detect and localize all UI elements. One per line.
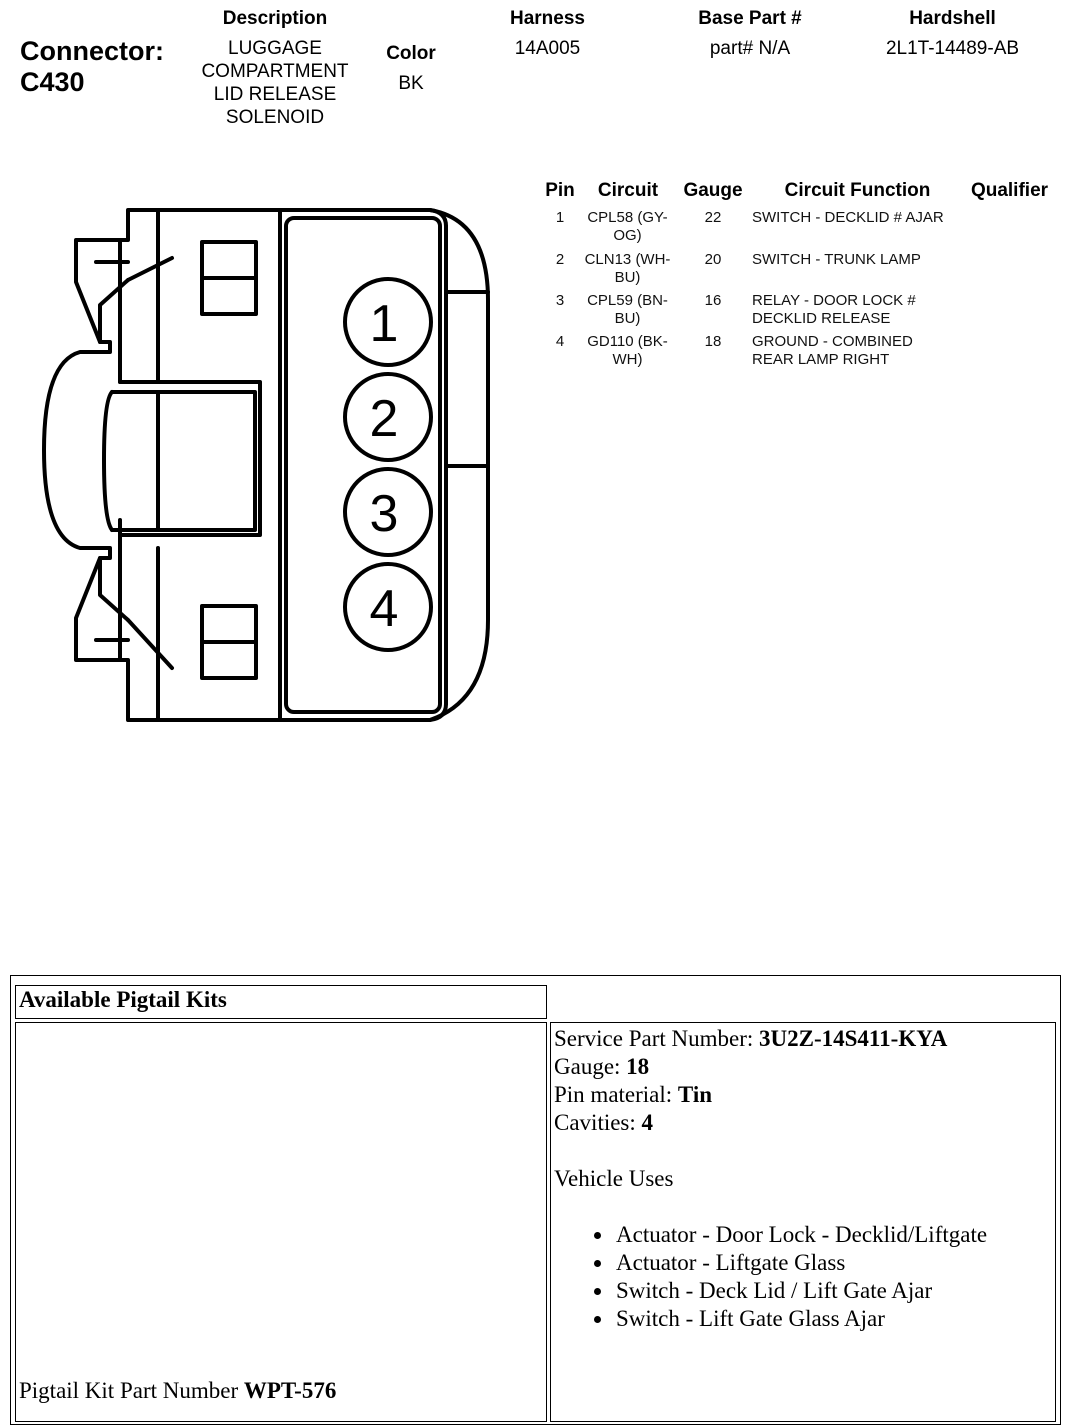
pin-2-circle [343,372,433,462]
connector-label: Connector: C430 [20,36,164,98]
function-line: SWITCH - DECKLID # AJAR [752,209,944,226]
kit-part-value: WPT-576 [243,1378,337,1403]
pin-1-circle [343,277,433,367]
table-cell-function: SWITCH - DECKLID # AJAR [752,209,962,227]
table-cell-pin: 2 [555,251,565,268]
circuit-line: CPL59 (BN- [587,292,668,309]
cavities: Cavities: 4 [554,1109,1054,1137]
table-cell-gauge: 20 [704,251,722,268]
table-cell-function: GROUND - COMBINED REAR LAMP RIGHT [752,333,962,368]
kit-part-number: Pigtail Kit Part Number WPT-576 [19,1377,336,1405]
description-line: SOLENOID [225,107,325,128]
connector-label-text: Connector: [20,36,164,66]
base-part-header: Base Part # [698,8,802,29]
hardshell-value: 2L1T-14489-AB [885,38,1020,59]
description-header: Description [222,8,328,29]
table-cell-function: SWITCH - TRUNK LAMP [752,251,962,269]
service-part-number: Service Part Number: 3U2Z-14S411-KYA [554,1025,1054,1053]
pin-1-label: 1 [370,295,399,353]
function-line: REAR LAMP RIGHT [752,350,890,368]
vehicle-uses-list: Actuator - Door Lock - Decklid/Liftgate … [554,1221,1054,1333]
base-part-value: part# N/A [709,38,791,59]
table-cell-pin: 1 [555,209,565,226]
function-line: SWITCH - TRUNK LAMP [752,251,921,268]
circuit-col-header: Circuit [597,180,659,201]
circuit-line: WH) [612,350,643,368]
connector-face-diagram: 1 2 3 4 [42,208,490,722]
pin-4-circle [343,562,433,652]
function-line: GROUND - COMBINED [752,333,913,350]
pin-3-label: 3 [370,485,399,543]
table-cell-pin: 4 [555,333,565,350]
function-line: DECKLID RELEASE [752,309,891,327]
description-value: LUGGAGE COMPARTMENT LID RELEASE SOLENOID [180,37,370,129]
list-item: Switch - Deck Lid / Lift Gate Ajar [614,1277,1054,1305]
pigtail-title-cell [15,985,547,1019]
pin-material-label: Pin material: [554,1082,678,1107]
harness-header: Harness [510,8,585,29]
table-cell-gauge: 18 [704,333,722,350]
cavities-value: 4 [641,1110,654,1135]
circuit-line: CLN13 (WH- [584,251,671,268]
pin-2-label: 2 [370,390,399,448]
color-value: BK [398,73,424,94]
pin-3-circle [343,467,433,557]
cavities-label: Cavities: [554,1110,642,1135]
table-cell-gauge: 22 [704,209,722,226]
table-cell-circuit: CLN13 (WH- BU) [575,251,680,286]
table-cell-gauge: 16 [704,292,722,309]
service-part-value: 3U2Z-14S411-KYA [759,1026,948,1051]
description-line: COMPARTMENT [201,61,349,82]
description-line: LID RELEASE [213,84,337,105]
table-cell-function: RELAY - DOOR LOCK # DECKLID RELEASE [752,292,962,327]
gauge-col-header: Gauge [683,180,743,201]
kit-gauge: Gauge: 18 [554,1053,1054,1081]
pin-4-label: 4 [370,580,399,638]
service-part-label: Service Part Number: [554,1026,760,1051]
circuit-line: CPL58 (GY- [587,209,668,226]
pin-col-header: Pin [545,180,575,201]
function-line: RELAY - DOOR LOCK # [752,292,916,309]
description-line: LUGGAGE [228,38,322,59]
circuit-line: OG) [613,226,642,244]
hardshell-header: Hardshell [909,8,996,29]
pin-material: Pin material: Tin [554,1081,1054,1109]
table-cell-circuit: GD110 (BK- WH) [575,333,680,368]
pin-material-value: Tin [677,1082,713,1107]
qualifier-col-header: Qualifier [970,180,1049,201]
harness-value: 14A005 [514,38,581,59]
pigtail-left-cell [15,1022,547,1422]
circuit-line: BU) [614,309,641,327]
list-item: Actuator - Door Lock - Decklid/Liftgate [614,1221,1054,1249]
table-cell-circuit: CPL59 (BN- BU) [575,292,680,327]
circuit-line: GD110 (BK- [587,333,668,350]
connector-id: C430 [20,67,85,97]
kit-gauge-value: 18 [626,1054,650,1079]
list-item: Switch - Lift Gate Glass Ajar [614,1305,1054,1333]
kit-part-label: Pigtail Kit Part Number [19,1378,244,1403]
vehicle-uses-heading: Vehicle Uses [554,1166,674,1191]
circuit-line: BU) [614,268,641,286]
color-header: Color [386,43,436,64]
kit-details: Service Part Number: 3U2Z-14S411-KYA Gau… [554,1025,1054,1333]
list-item: Actuator - Liftgate Glass [614,1249,1054,1277]
function-col-header: Circuit Function [784,180,931,201]
pigtail-title: Available Pigtail Kits [19,987,227,1012]
table-cell-circuit: CPL58 (GY- OG) [575,209,680,244]
table-cell-pin: 3 [555,292,565,309]
kit-gauge-label: Gauge: [554,1054,627,1079]
